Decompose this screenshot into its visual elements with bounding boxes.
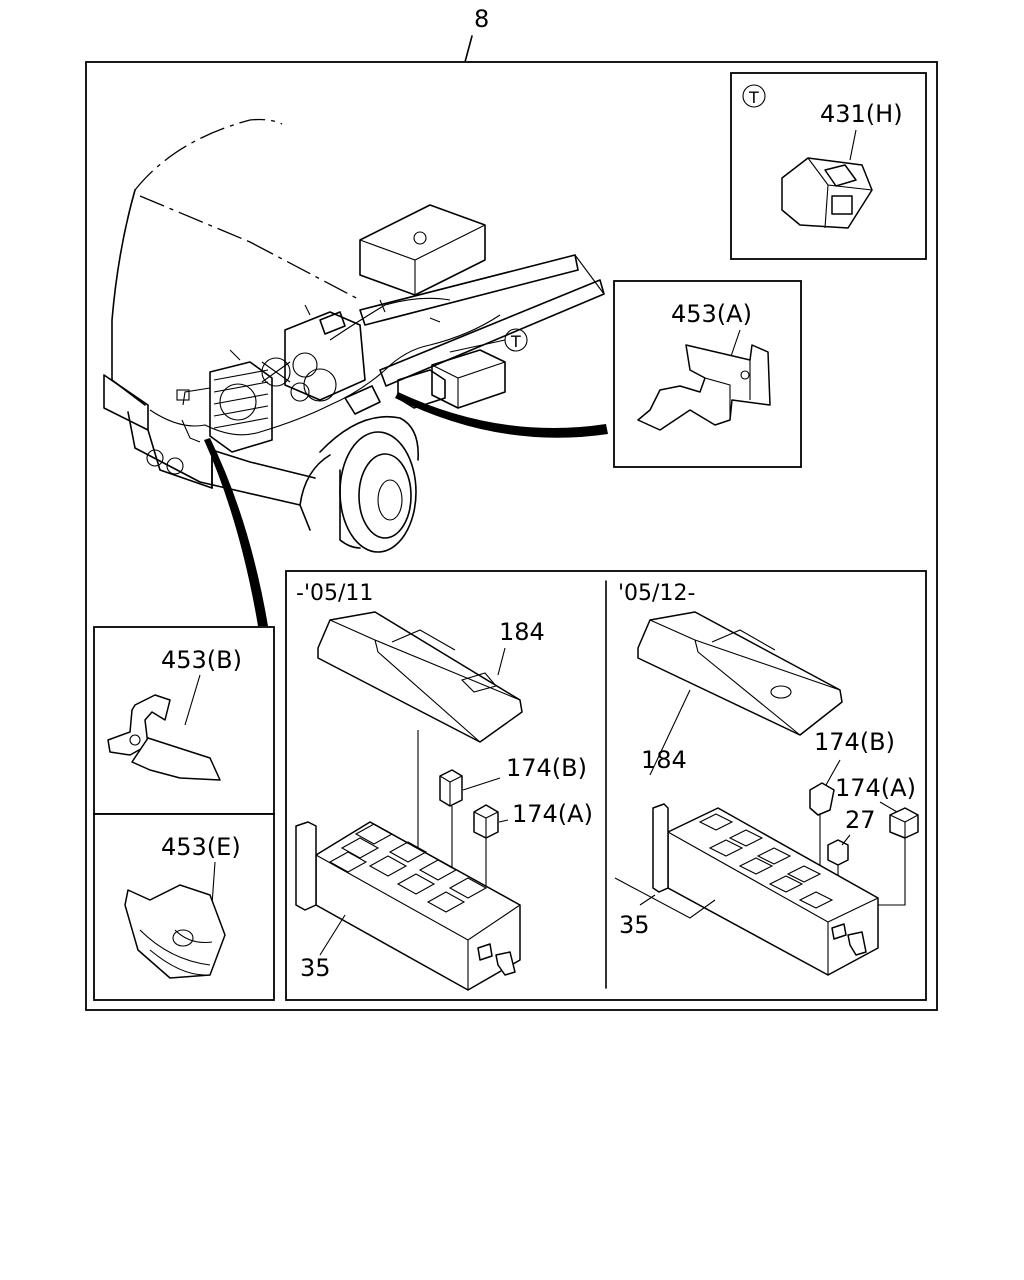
label-27: 27 — [845, 806, 876, 834]
engine-ref-mark: T — [510, 332, 521, 351]
date-before: -'05/11 — [296, 581, 373, 606]
relay-174a-new — [889, 807, 919, 839]
label-35-old: 35 — [300, 954, 331, 982]
label-453e: 453(E) — [161, 833, 241, 861]
label-453b: 453(B) — [161, 646, 242, 674]
page-number: 8 — [474, 5, 489, 33]
bracket-453b — [107, 694, 221, 781]
date-after: '05/12- — [618, 581, 695, 606]
leader-453b — [204, 438, 268, 626]
cover-184-old — [317, 611, 523, 743]
label-184-new: 184 — [641, 746, 687, 774]
label-174b-old: 174(B) — [506, 754, 587, 782]
cover-184-new — [637, 611, 843, 736]
label-35-new: 35 — [619, 911, 650, 939]
label-184-old: 184 — [499, 618, 545, 646]
label-35-new-leader — [614, 877, 716, 919]
label-174a-old: 174(A) — [512, 800, 593, 828]
connector-431h — [781, 157, 873, 229]
vehicle-engine-illustration: T — [103, 118, 605, 553]
label-174b-new: 174(B) — [814, 728, 895, 756]
relay-174b-new — [809, 782, 835, 816]
label-453a: 453(A) — [671, 300, 752, 328]
fuse-27 — [827, 839, 849, 866]
inset-ref-mark: T — [748, 88, 759, 107]
leader-453a — [395, 392, 608, 438]
bracket-453a — [637, 344, 771, 431]
fusebox-35-new — [652, 803, 879, 976]
inset-453b — [93, 626, 275, 815]
label-174a-new: 174(A) — [835, 774, 916, 802]
label-431h: 431(H) — [820, 100, 903, 128]
relay-174a-old — [473, 804, 499, 839]
fusebox-35-old — [295, 821, 521, 991]
page-number-leader — [464, 35, 473, 63]
relay-174b-old — [439, 769, 463, 807]
cover-453e — [124, 884, 226, 979]
